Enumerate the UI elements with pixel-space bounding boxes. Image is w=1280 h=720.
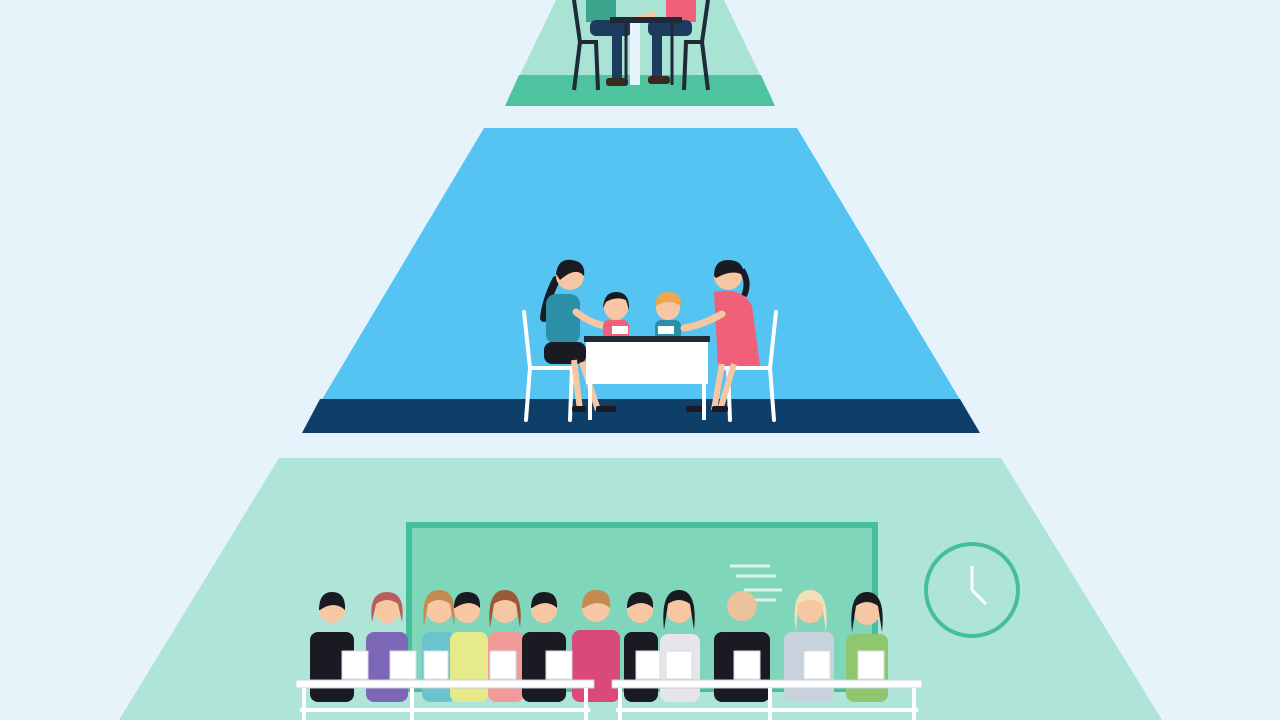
person bbox=[586, 0, 632, 86]
middle-tier-fill bbox=[302, 128, 980, 433]
chair-icon bbox=[682, 0, 710, 91]
bottom-tier bbox=[119, 458, 1162, 720]
clock-icon bbox=[924, 542, 1020, 638]
person bbox=[655, 292, 682, 340]
person bbox=[540, 259, 616, 412]
middle-tier-base bbox=[302, 399, 980, 433]
top-tier bbox=[505, 0, 775, 106]
paper-sheets bbox=[341, 650, 885, 680]
chair-icon bbox=[572, 0, 600, 91]
middle-tier bbox=[302, 128, 980, 433]
person bbox=[603, 292, 630, 340]
desk-icon bbox=[610, 17, 682, 85]
desk-icon bbox=[584, 336, 710, 420]
person bbox=[680, 260, 760, 412]
chair-icon bbox=[522, 310, 578, 422]
desk-icon bbox=[295, 679, 923, 720]
